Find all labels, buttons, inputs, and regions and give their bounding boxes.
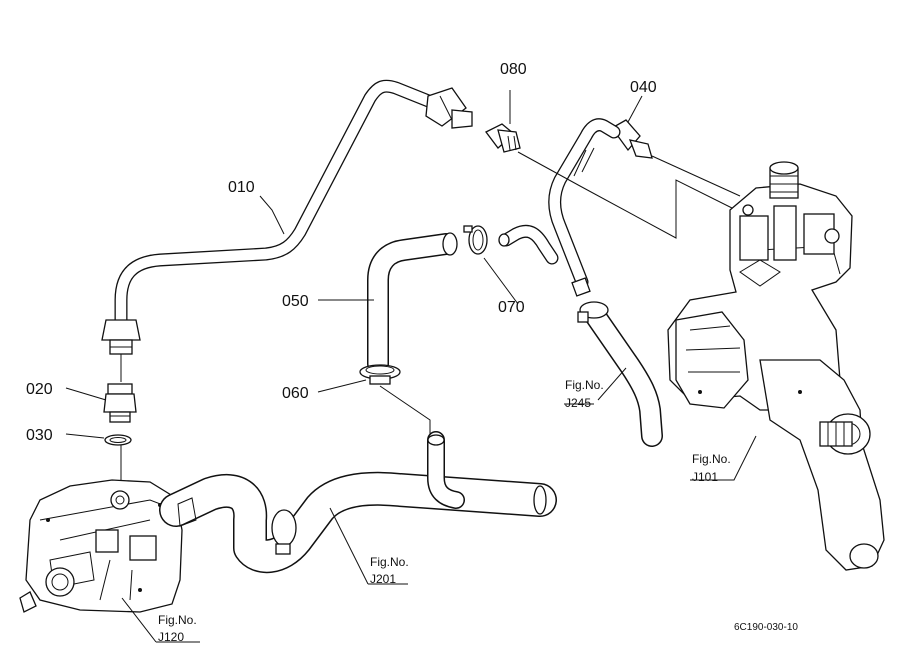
hose-j245 [577,301,663,447]
fig-j120-line2: J120 [158,630,184,644]
figure-ref-j201[interactable]: Fig.No. J201 [370,555,409,586]
figure-ref-j245[interactable]: Fig.No. J245 [565,378,604,410]
part-label-030: 030 [26,427,53,444]
hose-050[interactable] [367,232,458,375]
pipe-040-branch [548,118,621,297]
pipe-010-lower-nut [101,319,141,382]
suction-hose [159,431,557,574]
drawing-code: 6C190-030-10 [734,622,798,633]
fig-j201-line1: Fig.No. [370,555,409,569]
part-label-050: 050 [282,293,309,310]
o-ring-030[interactable] [104,434,132,446]
pipe-elbow-070 [498,224,559,265]
leader-lines [65,195,757,643]
fig-j101-line1: Fig.No. [692,452,731,466]
part-label-060: 060 [282,385,309,402]
steering-unit [667,161,885,571]
part-label-080: 080 [500,61,527,78]
adaptor-020[interactable] [103,383,137,423]
fig-j201-line2: J201 [370,572,396,586]
adaptor-040[interactable] [611,95,653,159]
adaptor-080[interactable] [485,90,521,153]
pipe-010[interactable] [114,79,443,329]
clamp-060[interactable] [359,364,401,385]
part-label-040: 040 [630,79,657,96]
figure-ref-j101[interactable]: Fig.No. J101 [692,452,731,484]
part-label-070: 070 [498,299,525,316]
part-label-020: 020 [26,381,53,398]
figure-ref-j120[interactable]: Fig.No. J120 [158,613,197,644]
part-label-010: 010 [228,179,255,196]
part-labels: 010 020 030 040 050 060 070 080 [26,61,657,444]
fig-j245-line1: Fig.No. [565,378,604,392]
fig-j120-line1: Fig.No. [158,613,197,627]
hydraulic-pump [19,479,183,613]
clamp-070[interactable] [463,225,488,255]
fig-j101-line2: J101 [692,470,718,484]
pipe-010-upper-nut [425,87,473,129]
fig-j245-line2: J245 [565,396,591,410]
